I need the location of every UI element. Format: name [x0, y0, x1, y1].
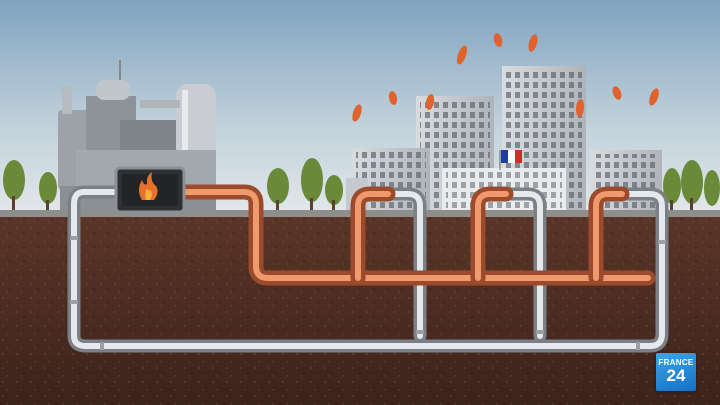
logo-line-2: 24 — [666, 366, 686, 385]
hot-supply-pipes — [176, 184, 656, 286]
french-flag-icon — [499, 150, 522, 170]
heat-particles — [352, 33, 659, 122]
gas-burner-flame-icon — [139, 172, 158, 200]
logo-line-1: FRANCE — [658, 358, 694, 367]
trees — [3, 158, 720, 212]
france24-logo: FRANCE 24 — [656, 353, 696, 391]
pipe-joints — [70, 236, 666, 350]
cold-return-pipes — [67, 185, 669, 353]
